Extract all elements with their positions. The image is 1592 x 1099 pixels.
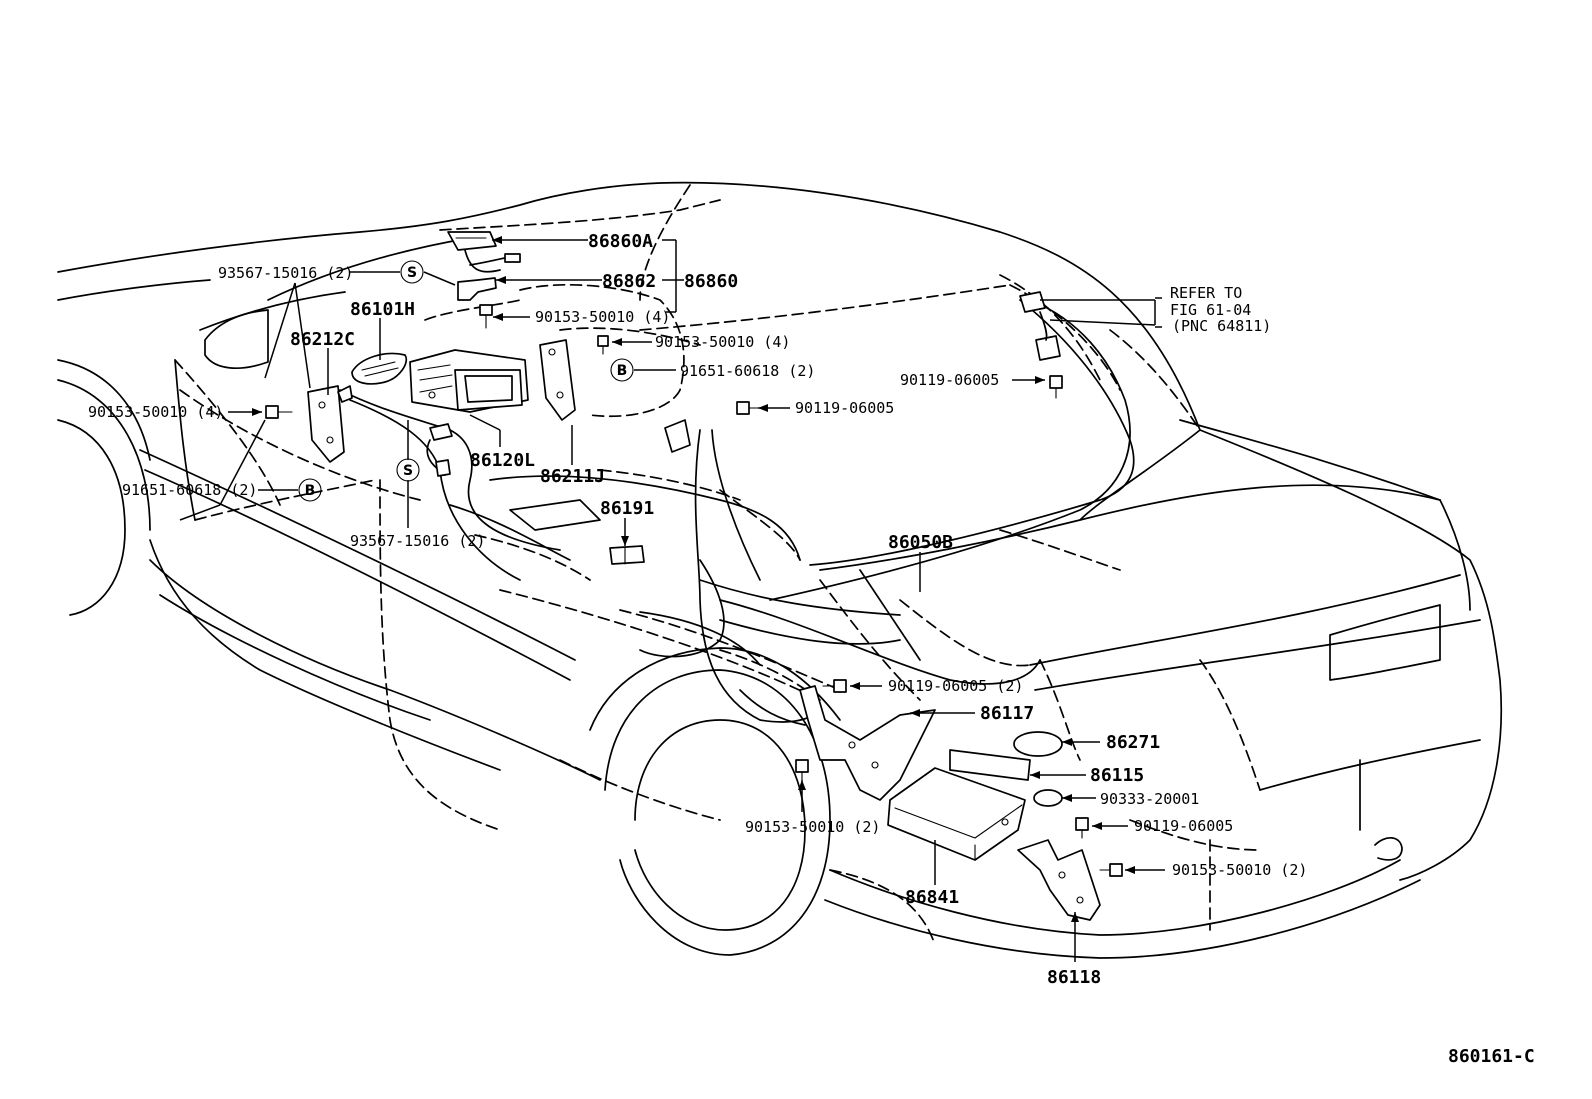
- component-86118: [1017, 839, 1101, 921]
- component-90333: [1033, 789, 1063, 807]
- label-86101H: 86101H: [350, 299, 415, 320]
- label-90119-b: 90119-06005: [900, 371, 999, 389]
- label-86115: 86115: [1090, 765, 1144, 786]
- label-90333: 90333-20001: [1100, 790, 1199, 808]
- car-body-outline: [57, 181, 1503, 959]
- refer-bracket: [1155, 297, 1162, 328]
- symbol-b-right: B: [610, 358, 634, 382]
- part-labels: 86860A 86862 86860 93567-15016 (2) 86101…: [88, 231, 1535, 1067]
- label-86211J: 86211J: [540, 466, 605, 487]
- label-90153-mid: 90153-50010 (4): [655, 333, 790, 351]
- component-86117: [799, 685, 936, 801]
- label-93567-bottom: 93567-15016 (2): [350, 532, 485, 550]
- bolt-icon: [795, 759, 809, 781]
- symbol-s-bottom: S: [396, 458, 420, 482]
- label-91651-right: 91651-60618 (2): [680, 362, 815, 380]
- circled-symbols: S B B S: [298, 260, 634, 502]
- label-86841: 86841: [905, 887, 959, 908]
- label-86212C: 86212C: [290, 329, 355, 350]
- component-86212C: [307, 385, 353, 463]
- symbol-s-top: S: [400, 260, 424, 284]
- label-90119-2: 90119-06005 (2): [888, 677, 1023, 695]
- diagram-code: 860161-C: [1448, 1046, 1535, 1067]
- label-86117: 86117: [980, 703, 1034, 724]
- component-86120L: [409, 349, 529, 413]
- component-rear-antenna: [1019, 291, 1061, 361]
- svg-text:B: B: [305, 483, 316, 499]
- label-86860A: 86860A: [588, 231, 653, 252]
- component-86101H: [351, 352, 408, 385]
- label-90153-2-a: 90153-50010 (2): [745, 818, 880, 836]
- bolt-icon: [1099, 863, 1123, 877]
- svg-text:S: S: [403, 463, 413, 479]
- interior-phantom-lines: [174, 184, 1261, 946]
- component-antenna-connector: [664, 419, 691, 453]
- bolt-icon: [479, 304, 493, 329]
- component-86115: [949, 749, 1031, 781]
- label-90153-top: 90153-50010 (4): [535, 308, 670, 326]
- component-86211J: [539, 339, 576, 421]
- label-90119-a: 90119-06005: [795, 399, 894, 417]
- component-connector-left: [429, 423, 453, 477]
- leader-arrows: [252, 236, 1135, 922]
- label-refer-pnc: (PNC 64811): [1172, 317, 1271, 335]
- symbol-b-left: B: [298, 478, 322, 502]
- component-86860A: [447, 231, 521, 273]
- component-86271: [1013, 731, 1063, 757]
- bolt-icon: [1075, 817, 1089, 839]
- label-86118: 86118: [1047, 967, 1101, 988]
- label-refer-to: REFER TO: [1170, 284, 1242, 302]
- bolt-icon: [597, 335, 609, 355]
- label-93567-top: 93567-15016 (2): [218, 264, 353, 282]
- svg-text:S: S: [407, 265, 417, 281]
- bolt-icon: [265, 405, 293, 419]
- component-86862: [457, 277, 497, 301]
- label-86050B: 86050B: [888, 532, 953, 553]
- component-86841: [887, 767, 1026, 861]
- bolt-icon: [822, 679, 847, 693]
- label-86271: 86271: [1106, 732, 1160, 753]
- component-86191: [609, 545, 645, 565]
- label-90153-left: 90153-50010 (4): [88, 403, 223, 421]
- label-90119-c: 90119-06005: [1134, 817, 1233, 835]
- label-86191: 86191: [600, 498, 654, 519]
- label-refer-fig: FIG 61-04: [1170, 301, 1251, 319]
- bolt-icon: [1049, 375, 1063, 399]
- wiring-harness: [339, 256, 1131, 726]
- label-90153-2-b: 90153-50010 (2): [1172, 861, 1307, 879]
- label-91651-left: 91651-60618 (2): [122, 481, 257, 499]
- bolt-icon: [736, 401, 759, 415]
- svg-text:B: B: [617, 363, 628, 379]
- fasteners: [265, 304, 1123, 877]
- label-86862: 86862: [602, 271, 656, 292]
- label-86860: 86860: [684, 271, 738, 292]
- label-86120L: 86120L: [470, 450, 535, 471]
